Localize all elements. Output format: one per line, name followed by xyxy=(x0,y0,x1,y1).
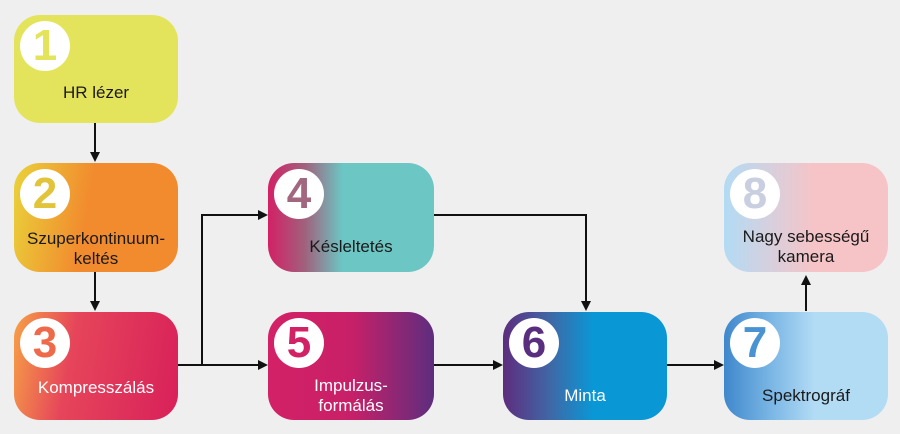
node-label-line: kamera xyxy=(777,247,835,266)
node-label: Minta xyxy=(503,386,667,406)
node-number-badge: 3 xyxy=(20,318,70,368)
node-label-line: Nagy sebességű xyxy=(742,227,870,246)
node-label-line: Impulzus- xyxy=(314,376,388,395)
node-label-line: Kompresszálás xyxy=(37,378,155,397)
node-label: Spektrográf xyxy=(724,386,888,406)
node-label: Kompresszálás xyxy=(14,378,178,398)
node-spectrograph: 7 Spektrográf xyxy=(724,312,888,420)
node-label: Nagy sebességű kamera xyxy=(724,227,888,267)
node-number-badge: 5 xyxy=(274,318,324,368)
edge-3-4 xyxy=(176,210,268,366)
node-label-line: Késleltetés xyxy=(309,237,393,256)
node-number-badge: 8 xyxy=(730,169,780,219)
node-label-line: formálás xyxy=(318,396,384,415)
node-number-badge: 7 xyxy=(730,318,780,368)
node-label-line: HR lézer xyxy=(62,83,130,102)
node-high-speed-camera: 8 Nagy sebességű kamera xyxy=(724,163,888,272)
node-pulse-shaping: 5 Impulzus- formálás xyxy=(268,312,434,420)
node-label: Késleltetés xyxy=(268,237,434,257)
node-label-line: Spektrográf xyxy=(762,386,850,405)
node-label-line: Minta xyxy=(564,386,606,405)
node-sample: 6 Minta xyxy=(503,312,667,420)
node-label: HR lézer xyxy=(14,83,178,103)
node-label: Szuperkontinuum- keltés xyxy=(14,229,178,269)
node-number-badge: 2 xyxy=(20,169,70,219)
node-hr-laser: 1 HR lézer xyxy=(14,15,178,123)
node-label: Impulzus- formálás xyxy=(268,376,434,416)
node-number-badge: 6 xyxy=(509,318,559,368)
edge-4-6 xyxy=(432,214,591,311)
node-label-line: keltés xyxy=(73,249,119,268)
node-number-badge: 4 xyxy=(274,169,324,219)
node-compression: 3 Kompresszálás xyxy=(14,312,178,420)
node-number-badge: 1 xyxy=(20,21,70,71)
node-delay: 4 Késleltetés xyxy=(268,163,434,272)
node-supercontinuum: 2 Szuperkontinuum- keltés xyxy=(14,163,178,272)
node-label-line: Szuperkontinuum- xyxy=(27,229,165,248)
